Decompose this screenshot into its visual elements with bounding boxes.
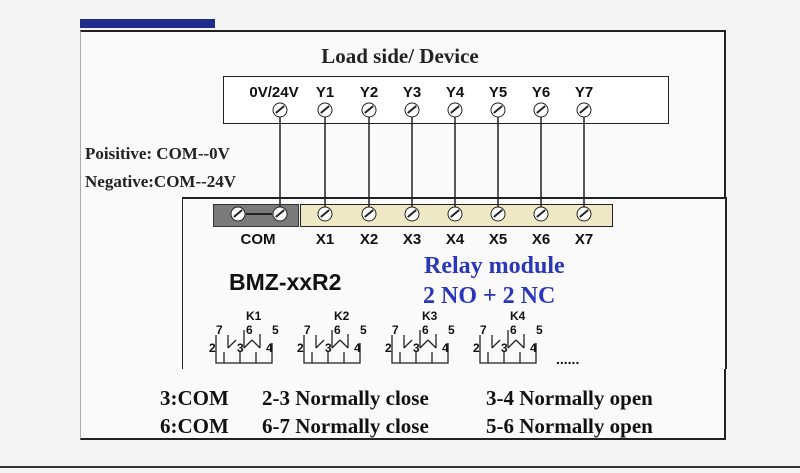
module-label-x6: X6 xyxy=(531,231,551,248)
device-label-y5: Y5 xyxy=(488,84,508,101)
svg-text:4: 4 xyxy=(530,341,537,355)
polarity-negative: Negative:COM--24V xyxy=(85,172,237,191)
device-label-y1: Y1 xyxy=(315,84,335,101)
svg-text:3: 3 xyxy=(413,341,420,355)
svg-text:3: 3 xyxy=(325,341,332,355)
relay-contact-config: 2 NO + 2 NC xyxy=(423,283,556,309)
relay-k3-label: K3 xyxy=(422,309,438,323)
diagram-title: Load side/ Device xyxy=(321,44,479,68)
svg-text:7: 7 xyxy=(480,323,487,337)
module-terminal-com-a xyxy=(230,206,246,222)
relay-k2-contacts xyxy=(303,330,361,364)
device-label-y3: Y3 xyxy=(402,84,422,101)
module-terminal-x6 xyxy=(533,206,549,222)
svg-text:6: 6 xyxy=(422,323,429,337)
svg-text:2: 2 xyxy=(473,341,480,355)
legend-row-1-open: 3-4 Normally open xyxy=(486,386,653,410)
relay-k1-label: K1 xyxy=(246,309,262,323)
module-label-x5: X5 xyxy=(488,231,508,248)
svg-text:3: 3 xyxy=(501,341,508,355)
device-terminal-y4 xyxy=(447,102,463,118)
header-accent-bar xyxy=(80,19,215,28)
module-terminal-x1 xyxy=(317,206,333,222)
legend-row-2-close: 6-7 Normally close xyxy=(262,414,429,438)
bottom-divider xyxy=(0,466,800,468)
svg-text:5: 5 xyxy=(448,323,455,337)
module-terminal-x5 xyxy=(490,206,506,222)
module-label-x1: X1 xyxy=(315,231,335,248)
device-label-y2: Y2 xyxy=(359,84,379,101)
module-terminal-x2 xyxy=(361,206,377,222)
device-terminal-y3 xyxy=(404,102,420,118)
legend-row-2-com: 6:COM xyxy=(160,414,229,438)
svg-text:2: 2 xyxy=(209,341,216,355)
module-terminal-x7 xyxy=(576,206,592,222)
module-terminal-x3 xyxy=(404,206,420,222)
svg-text:4: 4 xyxy=(266,341,273,355)
svg-text:6: 6 xyxy=(334,323,341,337)
relay-k4-contacts xyxy=(479,330,537,364)
device-label-0v24v: 0V/24V xyxy=(249,84,299,101)
relay-k1-contacts xyxy=(215,330,273,364)
relay-k2-label: K2 xyxy=(334,309,350,323)
module-label-x7: X7 xyxy=(574,231,594,248)
module-terminal-x4 xyxy=(447,206,463,222)
svg-text:5: 5 xyxy=(360,323,367,337)
device-label-y4: Y4 xyxy=(445,84,465,101)
device-terminal-y6 xyxy=(533,102,549,118)
device-label-y7: Y7 xyxy=(574,84,594,101)
svg-text:5: 5 xyxy=(536,323,543,337)
device-terminal-y1 xyxy=(317,102,333,118)
relay-k4-label: K4 xyxy=(510,309,526,323)
legend-row-2-open: 5-6 Normally open xyxy=(486,414,653,438)
relay-k1-pins: 7 6 5 2 3 4 xyxy=(209,323,279,355)
legend-row-1-com: 3:COM xyxy=(160,386,229,410)
relay-module-title: Relay module xyxy=(424,253,565,279)
polarity-positive: Poisitive: COM--0V xyxy=(85,144,230,163)
device-terminal-y5 xyxy=(490,102,506,118)
device-terminal-y2 xyxy=(361,102,377,118)
relay-k4-pins: 7 6 5 2 3 4 xyxy=(473,323,543,355)
legend-row-1-close: 2-3 Normally close xyxy=(262,386,429,410)
svg-text:5: 5 xyxy=(272,323,279,337)
device-terminal-y7 xyxy=(576,102,592,118)
svg-text:7: 7 xyxy=(392,323,399,337)
relay-k3-contacts xyxy=(391,330,449,364)
relay-k3-pins: 7 6 5 2 3 4 xyxy=(385,323,455,355)
svg-text:7: 7 xyxy=(216,323,223,337)
svg-text:4: 4 xyxy=(442,341,449,355)
svg-text:4: 4 xyxy=(354,341,361,355)
module-label-com: COM xyxy=(240,231,276,248)
module-label-x2: X2 xyxy=(359,231,379,248)
svg-text:2: 2 xyxy=(385,341,392,355)
load-device-box xyxy=(223,76,669,124)
module-model-name: BMZ-xxR2 xyxy=(229,269,342,295)
relay-k2-pins: 7 6 5 2 3 4 xyxy=(297,323,367,355)
svg-text:6: 6 xyxy=(510,323,517,337)
svg-text:3: 3 xyxy=(237,341,244,355)
svg-text:6: 6 xyxy=(246,323,253,337)
device-terminal-0v24v xyxy=(272,102,288,118)
device-label-y6: Y6 xyxy=(531,84,551,101)
module-terminal-com-b xyxy=(272,206,288,222)
svg-text:2: 2 xyxy=(297,341,304,355)
module-label-x4: X4 xyxy=(445,231,465,248)
relay-more-ellipsis: ...... xyxy=(556,351,579,367)
module-label-x3: X3 xyxy=(402,231,422,248)
svg-text:7: 7 xyxy=(304,323,311,337)
